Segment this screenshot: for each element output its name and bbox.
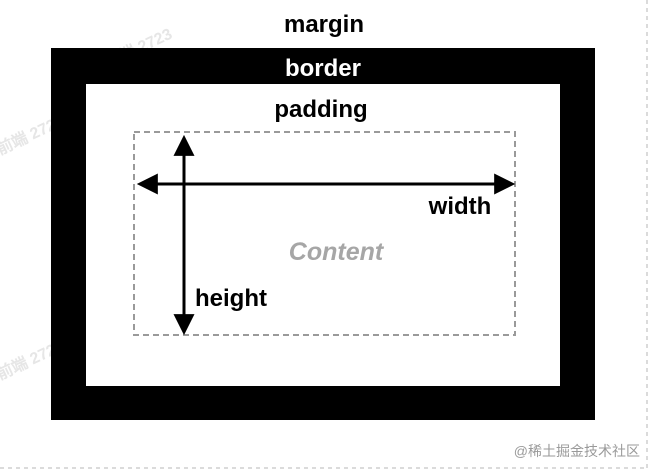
margin-label: margin — [284, 11, 364, 38]
width-label: width — [428, 193, 492, 220]
content-box — [133, 131, 516, 336]
content-label: Content — [289, 238, 385, 266]
height-label: height — [195, 285, 267, 312]
padding-box — [86, 84, 560, 386]
padding-label: padding — [274, 96, 367, 123]
footer-attribution: @稀土掘金技术社区 — [514, 443, 640, 459]
border-label: border — [285, 55, 361, 82]
